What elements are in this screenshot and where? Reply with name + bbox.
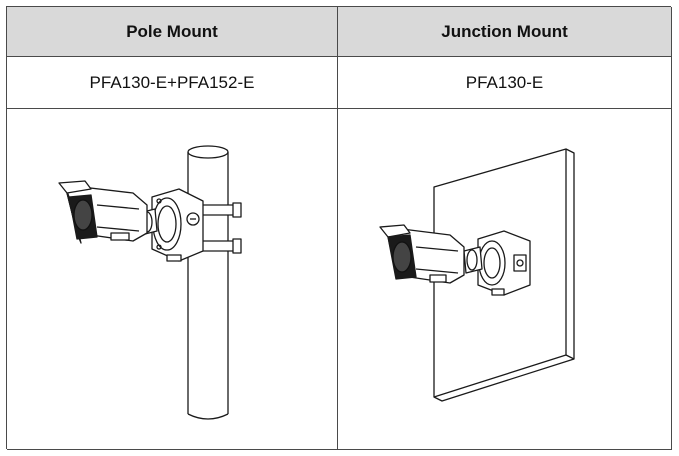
junction-mount-illustration: [379, 148, 575, 402]
bullet-camera-shape: [58, 180, 148, 244]
pole-shape: [187, 145, 229, 420]
pole-mount-illustration: [58, 145, 242, 420]
header-pole-mount: Pole Mount: [7, 7, 338, 57]
header-junction-mount: Junction Mount: [338, 7, 672, 57]
junction-mount-illustration-cell: [338, 109, 672, 450]
junction-box-shape: [477, 230, 531, 296]
junction-box-shape: [151, 188, 204, 262]
mount-table: Pole Mount Junction Mount PFA130-E+PFA15…: [6, 6, 672, 450]
pole-mount-illustration-cell: [7, 109, 338, 450]
bullet-camera-shape: [379, 224, 465, 284]
model-pole-mount: PFA130-E+PFA152-E: [7, 57, 338, 109]
bracket-arm-shape: [463, 246, 483, 274]
model-junction-mount: PFA130-E: [338, 57, 672, 109]
